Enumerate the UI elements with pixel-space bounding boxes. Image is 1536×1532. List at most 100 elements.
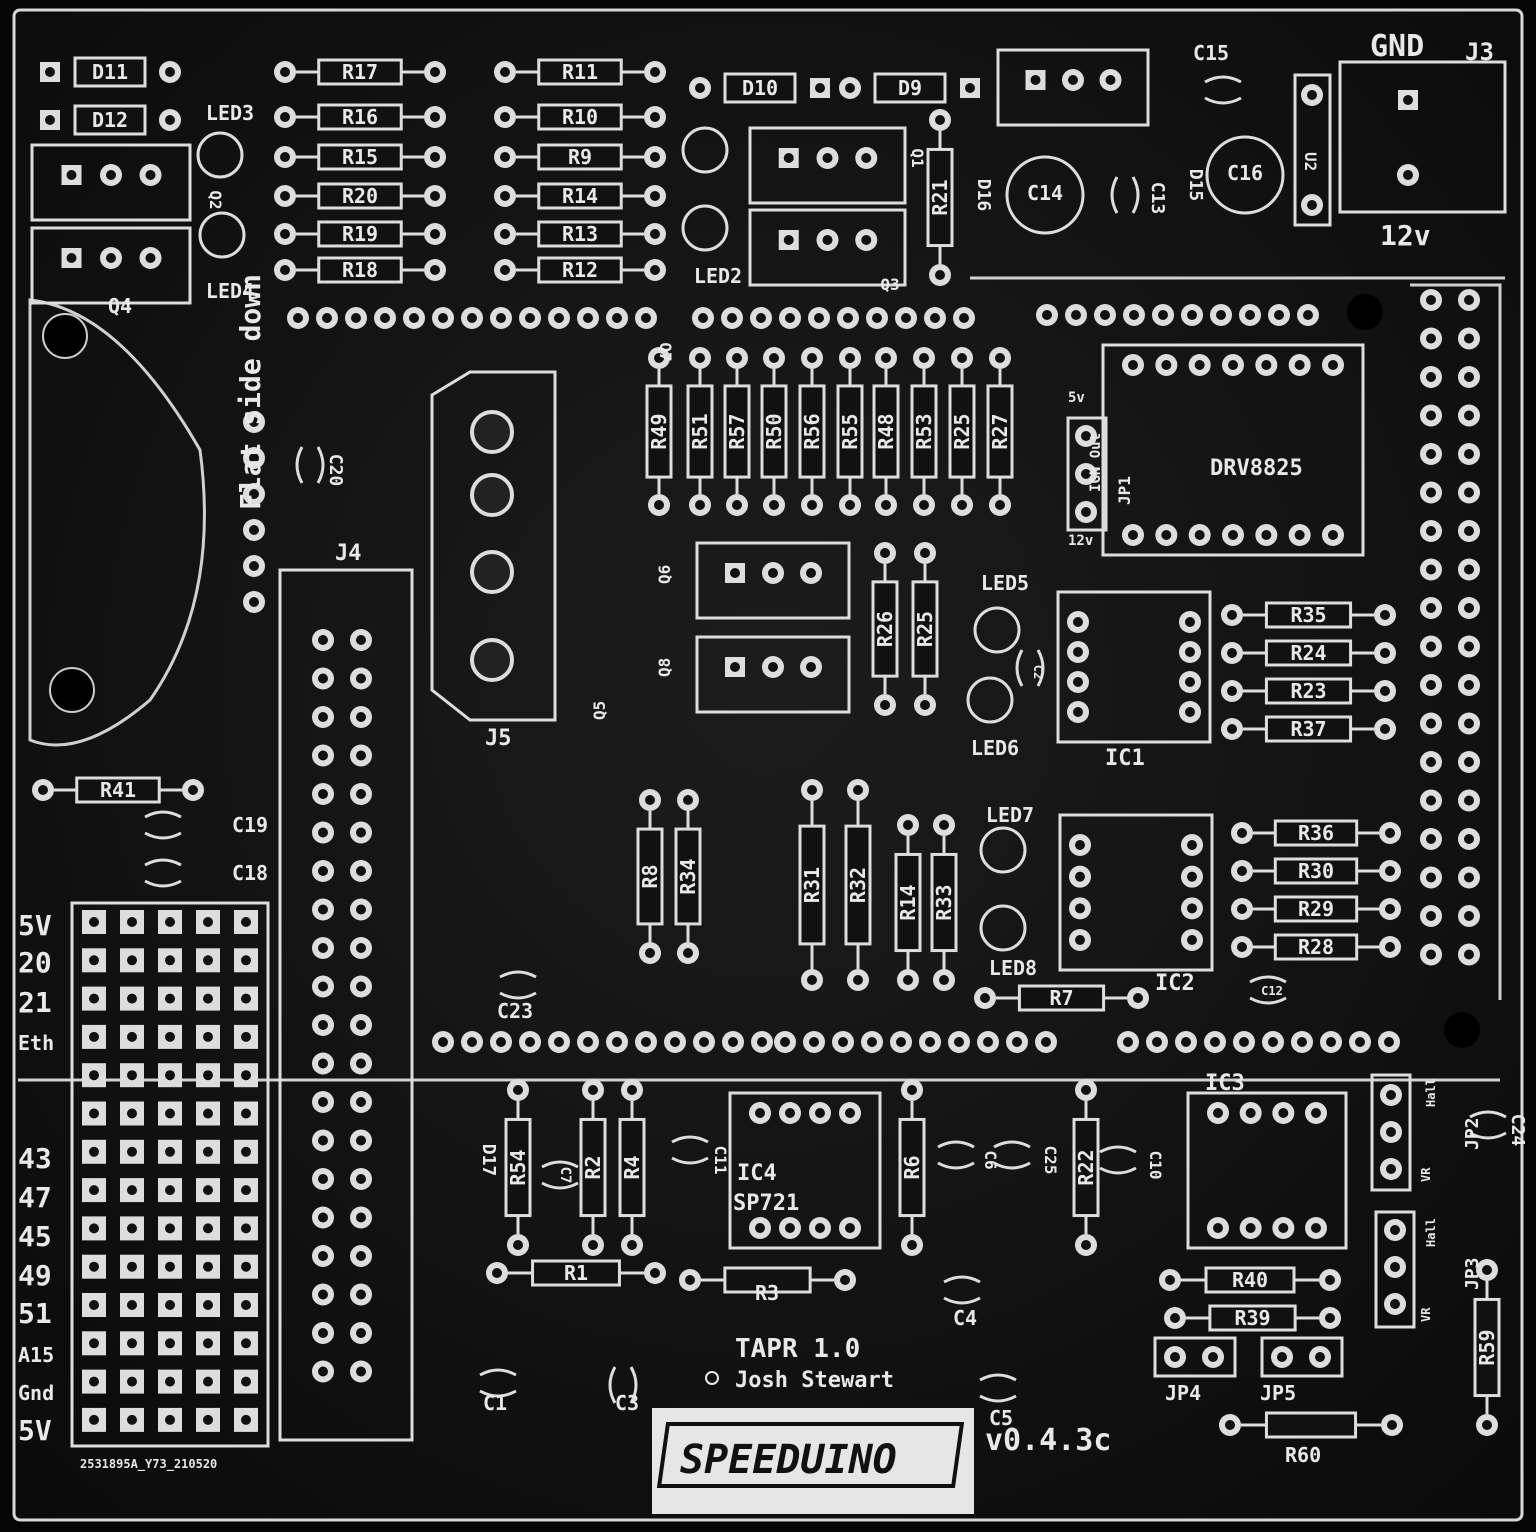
proto-hole — [165, 955, 175, 966]
ic-outline — [1056, 590, 1212, 744]
proto-hole — [165, 1108, 175, 1119]
resistor-body — [537, 182, 623, 210]
cap-plate — [1249, 975, 1287, 1005]
pad-hole — [769, 500, 779, 510]
pad-hole — [356, 943, 366, 953]
resistor-label: R56 — [800, 413, 824, 449]
logo-text: SPEEDUINO — [680, 1437, 897, 1483]
resistor-body — [723, 384, 751, 479]
proto-hole — [165, 1261, 175, 1272]
pad-hole — [318, 1135, 328, 1146]
pad-hole — [641, 1037, 651, 1047]
pad-hole — [1426, 526, 1436, 536]
ceramic-cap — [144, 810, 182, 840]
pad-hole — [1315, 1352, 1325, 1362]
pad-hole — [1325, 1313, 1335, 1323]
jp1-outline — [1066, 416, 1108, 532]
diode-body — [723, 72, 797, 104]
pad-hole — [1073, 647, 1083, 657]
pad-hole — [1426, 564, 1436, 575]
pad-hole — [380, 313, 390, 323]
pad-hole — [45, 115, 55, 125]
pad-hole — [1245, 1108, 1256, 1118]
pad-hole — [1245, 310, 1255, 320]
pad-hole — [880, 548, 890, 558]
resistor-label: R54 — [506, 1149, 530, 1185]
r3-label: R3 — [755, 1281, 779, 1305]
pad-hole — [1464, 564, 1474, 575]
resistor-body — [723, 1266, 812, 1294]
pad-hole — [896, 1037, 906, 1047]
proto-hole — [203, 993, 213, 1004]
pad-hole — [1187, 871, 1197, 882]
ceramic-cap — [1110, 176, 1140, 214]
pad-hole — [1030, 75, 1041, 85]
pad-hole — [785, 313, 795, 323]
silkscreen-lines — [18, 276, 1505, 1082]
resistor-body — [872, 384, 900, 479]
proto-hole — [127, 1300, 137, 1310]
pad-hole — [318, 866, 328, 876]
pad-hole — [1129, 310, 1139, 320]
pad-hole — [280, 229, 290, 239]
proto-row-label: Gnd — [18, 1381, 54, 1405]
pad-hole — [322, 313, 332, 323]
pad-hole — [903, 820, 913, 830]
diode-body — [73, 56, 147, 88]
resistor-label: R26 — [873, 611, 897, 647]
pad-hole — [1073, 617, 1083, 627]
speeduino-logo: SPEEDUINO — [652, 1408, 974, 1514]
led-outline — [196, 131, 244, 179]
pad-hole — [1294, 530, 1305, 540]
pad-hole — [1464, 410, 1474, 421]
resistor-label: R11 — [562, 60, 598, 84]
pad-hole — [920, 548, 930, 558]
pad-hole — [249, 453, 259, 463]
pad-hole — [1426, 834, 1436, 844]
proto-hole — [165, 1376, 175, 1387]
pad-hole — [1194, 360, 1205, 370]
pad-hole — [145, 170, 156, 180]
pad-hole — [1081, 1240, 1091, 1250]
ceramic-cap — [671, 1135, 709, 1165]
resistor-label: R25 — [913, 611, 937, 647]
pad-hole — [1170, 1352, 1180, 1362]
pad-hole — [1464, 449, 1474, 459]
pad-hole — [1403, 95, 1413, 105]
drv8825-label: DRV8825 — [1210, 456, 1303, 481]
pad-hole — [1185, 707, 1195, 717]
pad-hole — [318, 635, 328, 645]
resistor-body — [930, 852, 958, 953]
cap-plate — [937, 1140, 975, 1170]
pad-hole — [1152, 1037, 1162, 1047]
ceramic-cap — [144, 858, 182, 888]
j5-terminal — [470, 410, 514, 454]
pad-hole — [249, 417, 259, 427]
jp2-label: JP2 — [1462, 1117, 1483, 1150]
jp1-5v-label: 5v — [1068, 390, 1085, 406]
pad-hole — [318, 1289, 328, 1300]
pad-hole — [1075, 935, 1085, 945]
pad-hole — [783, 153, 794, 163]
proto-hole — [241, 1223, 251, 1234]
pad-hole — [356, 1058, 366, 1069]
diode-label: D11 — [92, 60, 128, 84]
proto-hole — [89, 1031, 99, 1042]
pad-hole — [1245, 1223, 1256, 1233]
pad-hole — [1464, 757, 1474, 767]
pad-hole — [318, 712, 328, 722]
pad-hole — [627, 1085, 637, 1095]
proto-hole — [165, 993, 175, 1004]
resistor-label: R35 — [1290, 603, 1326, 627]
pad-hole — [1227, 610, 1237, 620]
pad-hole — [1227, 686, 1237, 696]
proto-hole — [127, 1108, 137, 1119]
proto-hole — [89, 1300, 99, 1310]
resistor-body — [1264, 677, 1353, 705]
pad-hole — [356, 1251, 366, 1261]
led-label: LED7 — [986, 803, 1034, 827]
pad-hole — [1426, 641, 1436, 652]
pad-hole — [683, 948, 693, 958]
